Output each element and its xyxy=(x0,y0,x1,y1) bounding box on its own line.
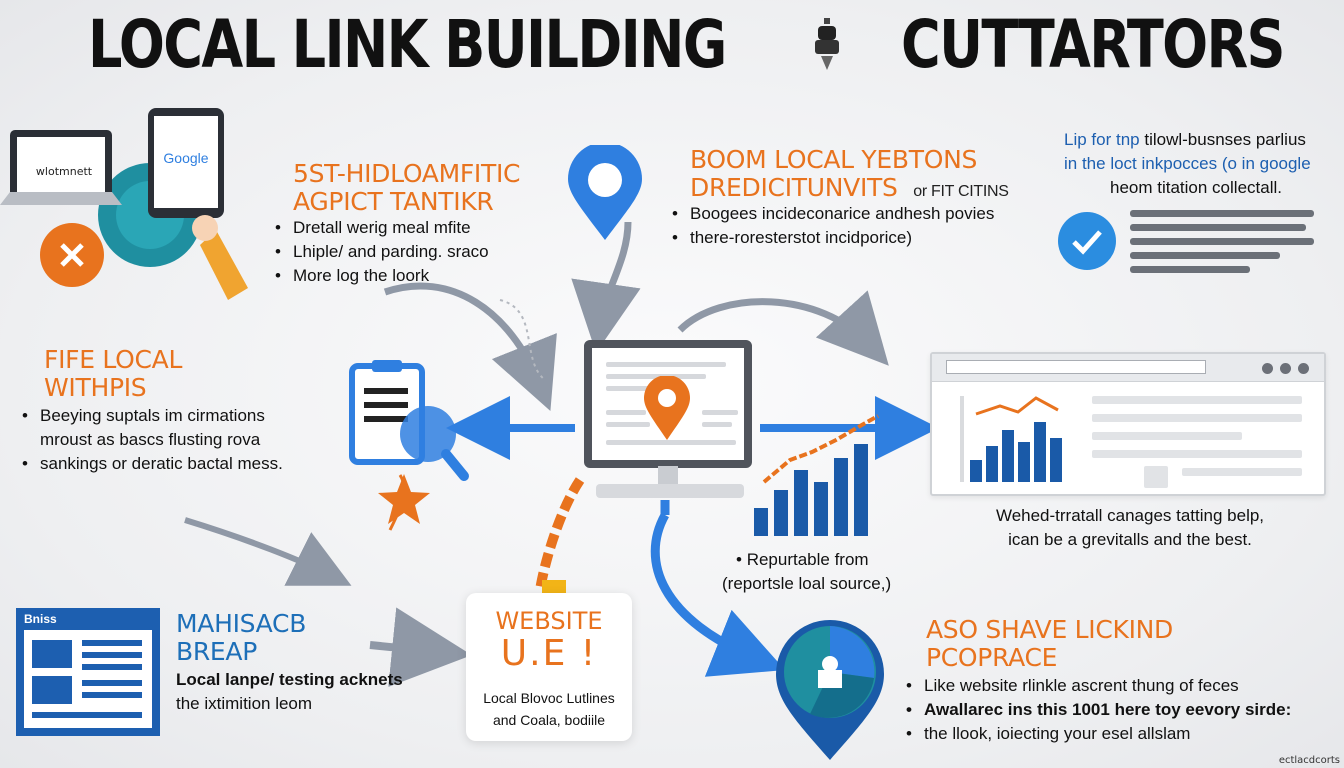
chart-caption: • Repurtable from (reportsle loal source… xyxy=(722,548,891,596)
section-heading-top-center: BOOM LOCAL YEBTONS DREDICITUNVITS or FIT… xyxy=(690,146,1009,206)
check-circle-icon xyxy=(1058,212,1116,270)
text-lines-decoration xyxy=(1130,210,1320,273)
location-pie-icon xyxy=(776,620,884,760)
heading-line: MAHISACB xyxy=(176,609,307,638)
star-icon xyxy=(378,474,430,524)
list-item: Boogees incideconarice andhesh povies xyxy=(672,202,994,226)
list-item: Lhiple/ and parding. sraco xyxy=(275,240,489,264)
heading-line: AGPICT TANTIKR xyxy=(293,187,494,216)
monitor-stand xyxy=(658,466,678,486)
monitor-base xyxy=(596,484,744,498)
title-left: LOCAL LINK BUILDING xyxy=(87,5,727,83)
newspaper-icon xyxy=(16,608,160,736)
text-line: Local lanpe/ testing acknets xyxy=(176,670,403,689)
heading-line: FIFE LOCAL xyxy=(44,345,183,374)
heading-line: 5ST-HIDLOAMFITIC xyxy=(293,159,521,188)
browser-caption: Wehed-trratall canages tatting belp, ica… xyxy=(930,504,1330,552)
section-heading-bottom-right: ASO SHAVE LICKIND PCOPRACE xyxy=(926,616,1173,672)
list-item: •Beeying suptals im cirmations xyxy=(22,406,265,425)
browser-window xyxy=(930,352,1326,496)
location-pin-icon xyxy=(644,376,690,440)
heading-aside: or FIT CITINS xyxy=(913,183,1009,200)
caption-line: Wehed-trratall canages tatting belp, xyxy=(995,506,1265,525)
list-item: the llook, ioiecting your esel allslam xyxy=(906,722,1291,746)
bullet-list-bottom-right: Like website rlinkle ascrent thung of fe… xyxy=(906,674,1291,746)
text-line: tilowl-busnses parlius xyxy=(1144,130,1306,149)
list-item-text: Beeying suptals im cirmations xyxy=(40,406,265,425)
bullet-list-mid-left: •Beeying suptals im cirmations mroust as… xyxy=(22,404,283,476)
card-title: WEBSITE xyxy=(495,607,603,635)
tablet-logo: Google xyxy=(163,150,209,166)
caption-line: (reportsle loal source,) xyxy=(722,574,892,593)
bullet-list-top-center: Boogees incideconarice andhesh povies th… xyxy=(672,202,994,250)
section-heading-bottom-left: MAHISACB BREAP xyxy=(176,610,306,666)
text-line: the ixtimition leom xyxy=(176,694,313,713)
panel-label: Bniss xyxy=(24,612,57,626)
growth-chart-icon xyxy=(754,414,879,536)
text-accent: Lip for tnp xyxy=(1064,130,1140,149)
card-line: Local Blovoc Lutlines xyxy=(483,690,615,706)
robot-icon xyxy=(815,18,840,70)
heading-line: DREDICITUNVITS xyxy=(690,173,898,202)
devices-illustration xyxy=(0,108,248,300)
caption-line: ican be a grevitalls and the best. xyxy=(1008,530,1252,549)
list-item: Awallarec ins this 1001 here toy eevory … xyxy=(906,698,1291,722)
list-item: More log the loork xyxy=(275,264,489,288)
heading-line: WITHPIS xyxy=(44,373,147,402)
heading-line: BOOM LOCAL YEBTONS xyxy=(690,145,978,174)
list-item-continuation: mroust as bascs flusting rova xyxy=(40,430,261,449)
card-tab xyxy=(542,580,566,596)
list-item: •sankings or deratic bactal mess. xyxy=(22,454,283,473)
laptop-logo: wlotmnett xyxy=(35,165,93,178)
heading-line: ASO SHAVE LICKIND xyxy=(926,615,1173,644)
text-line: loct inkpocces (o in google xyxy=(1110,154,1311,173)
website-card: WEBSITE U.E ! Local Blovoc Lutlines and … xyxy=(466,593,632,741)
bottom-left-text: Local lanpe/ testing acknets the ixtimit… xyxy=(176,668,403,716)
card-body: Local Blovoc Lutlines and Coala, bodiile xyxy=(466,687,632,731)
card-big-text: U.E ! xyxy=(500,633,598,674)
page-title: LOCAL LINK BUILDING CUTTARTORS xyxy=(0,4,1344,84)
bullet-list-top-left: Dretall werig meal mfite Lhiple/ and par… xyxy=(275,216,489,288)
address-bar xyxy=(946,360,1206,374)
section-heading-mid-left: FIFE LOCAL WITHPIS xyxy=(44,346,182,402)
list-item-text: sankings or deratic bactal mess. xyxy=(40,454,283,473)
top-right-text: Lip for tnp tilowl-busnses parlius in th… xyxy=(1064,128,1311,200)
card-line: and Coala, bodiile xyxy=(492,712,606,728)
text-line: heom titation collectall. xyxy=(1110,178,1282,197)
heading-line: BREAP xyxy=(176,637,257,666)
list-item: Dretall werig meal mfite xyxy=(275,216,489,240)
list-item: there-roresterstot incidporice) xyxy=(672,226,994,250)
title-right: CUTTARTORS xyxy=(901,5,1285,83)
map-pin-icon xyxy=(568,145,642,240)
list-item: Like website rlinkle ascrent thung of fe… xyxy=(906,674,1291,698)
browser-chart-icon xyxy=(960,396,1062,482)
heading-line: PCOPRACE xyxy=(926,643,1058,672)
caption-bullet: Repurtable from xyxy=(746,550,869,569)
section-heading-top-left: 5ST-HIDLOAMFITIC AGPICT TANTIKR xyxy=(293,159,521,216)
text-accent: in the xyxy=(1064,154,1106,173)
browser-toolbar xyxy=(932,354,1324,382)
credit-text: ectlacdcorts xyxy=(1278,755,1340,766)
clipboard-search-icon xyxy=(349,360,469,481)
